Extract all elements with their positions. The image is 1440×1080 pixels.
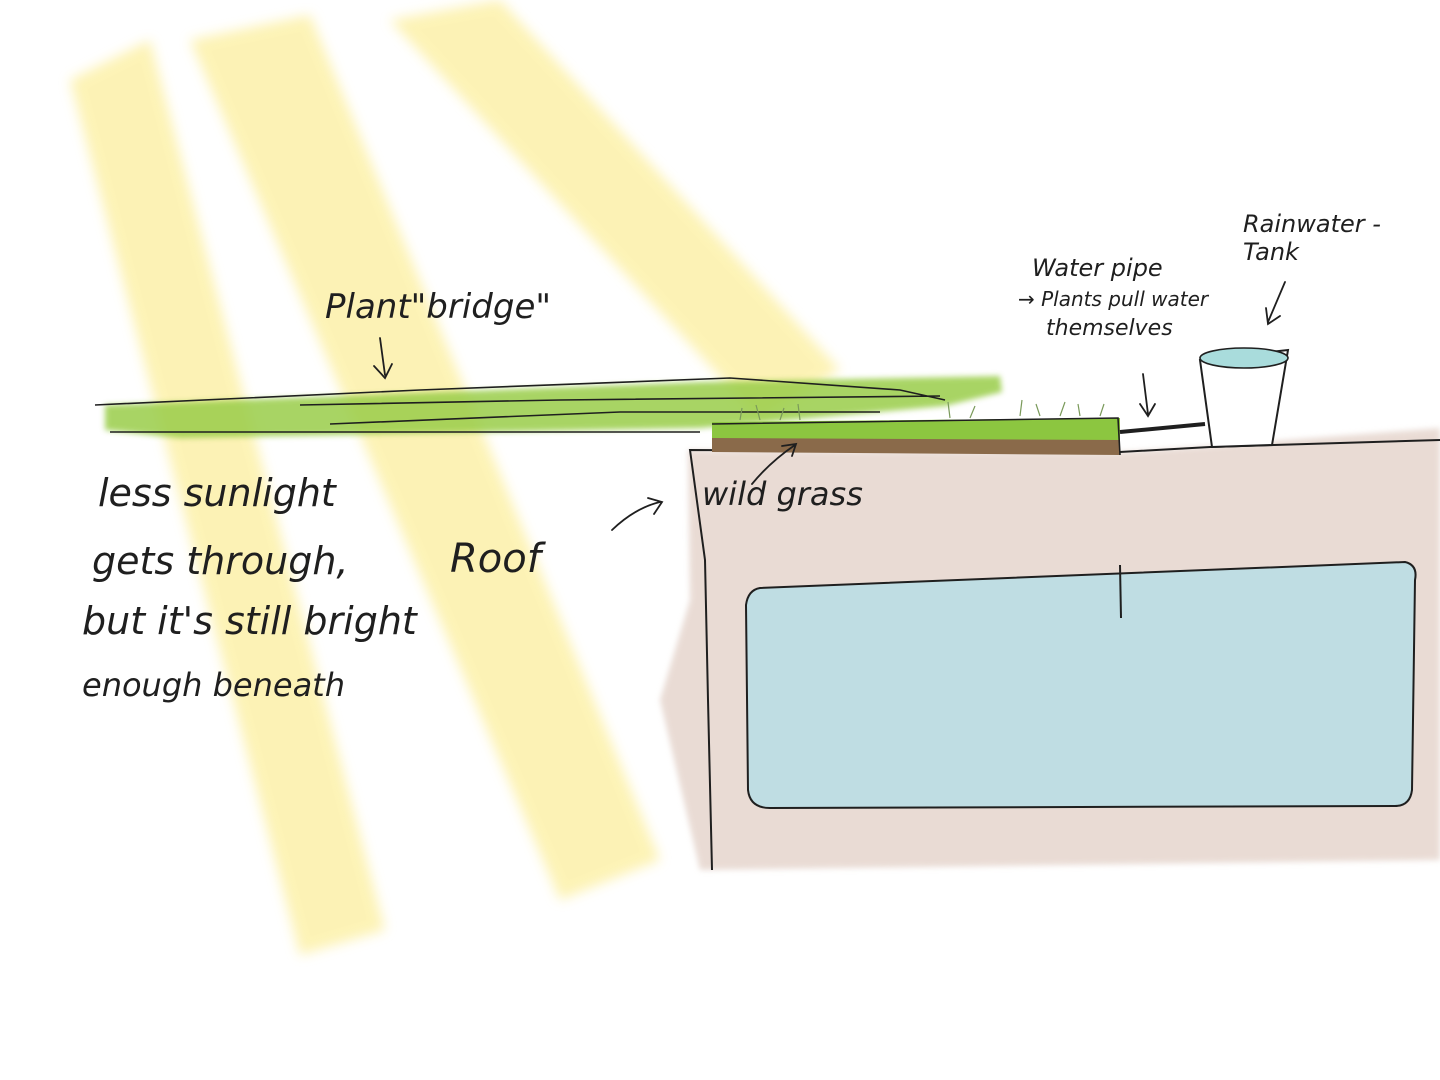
arrows <box>373 281 1286 531</box>
grass-blades <box>739 399 1105 421</box>
water-pipe-arrow <box>1139 373 1156 418</box>
plant-bridge-body <box>105 376 1002 438</box>
sun-ray-3 <box>390 0 840 420</box>
wild-grass-arrow <box>751 442 798 485</box>
wild-grass-bed <box>711 399 1121 456</box>
plant-bridge-arrow <box>373 337 393 380</box>
tank-arrow <box>1265 281 1286 326</box>
grass-strip <box>712 418 1120 440</box>
roof-label: Roof <box>450 536 547 582</box>
soil-strip <box>712 438 1120 455</box>
water-pipe-line <box>1119 422 1206 434</box>
tank-water <box>1199 347 1289 369</box>
window <box>744 560 1417 810</box>
plant-bridge-label: Plant"bridge" <box>325 287 551 327</box>
tank-label-line-1: Rainwater - <box>1243 210 1381 238</box>
plant-bridge <box>94 376 1002 438</box>
sunlight-note-line-3: but it's still bright <box>82 599 419 643</box>
building-outline <box>688 439 1440 871</box>
pipe-note-line-1: → Plants pull water <box>1018 287 1210 311</box>
water-pipe <box>1119 422 1206 434</box>
sunlight-note-line-4: enough beneath <box>82 666 345 704</box>
labels: Plant"bridge" less sunlight gets through… <box>82 210 1381 704</box>
roof-arrow <box>611 497 664 531</box>
plant-bridge-outline <box>94 377 946 433</box>
wild-grass-label: wild grass <box>702 475 863 513</box>
grass-bed-outline <box>711 417 1121 456</box>
building <box>660 428 1440 871</box>
sunlight-note-line-1: less sunlight <box>98 471 338 515</box>
water-pipe-label: Water pipe <box>1032 254 1163 282</box>
sun-ray-1 <box>70 40 385 955</box>
sun-ray-2 <box>190 15 660 900</box>
sunlight-note-line-2: gets through, <box>92 539 349 583</box>
tank-label-line-2: Tank <box>1243 238 1300 266</box>
sun-rays <box>70 0 840 955</box>
window-divider <box>1119 564 1122 619</box>
pipe-note-line-2: themselves <box>1046 316 1173 341</box>
rainwater-tank <box>1198 347 1290 449</box>
